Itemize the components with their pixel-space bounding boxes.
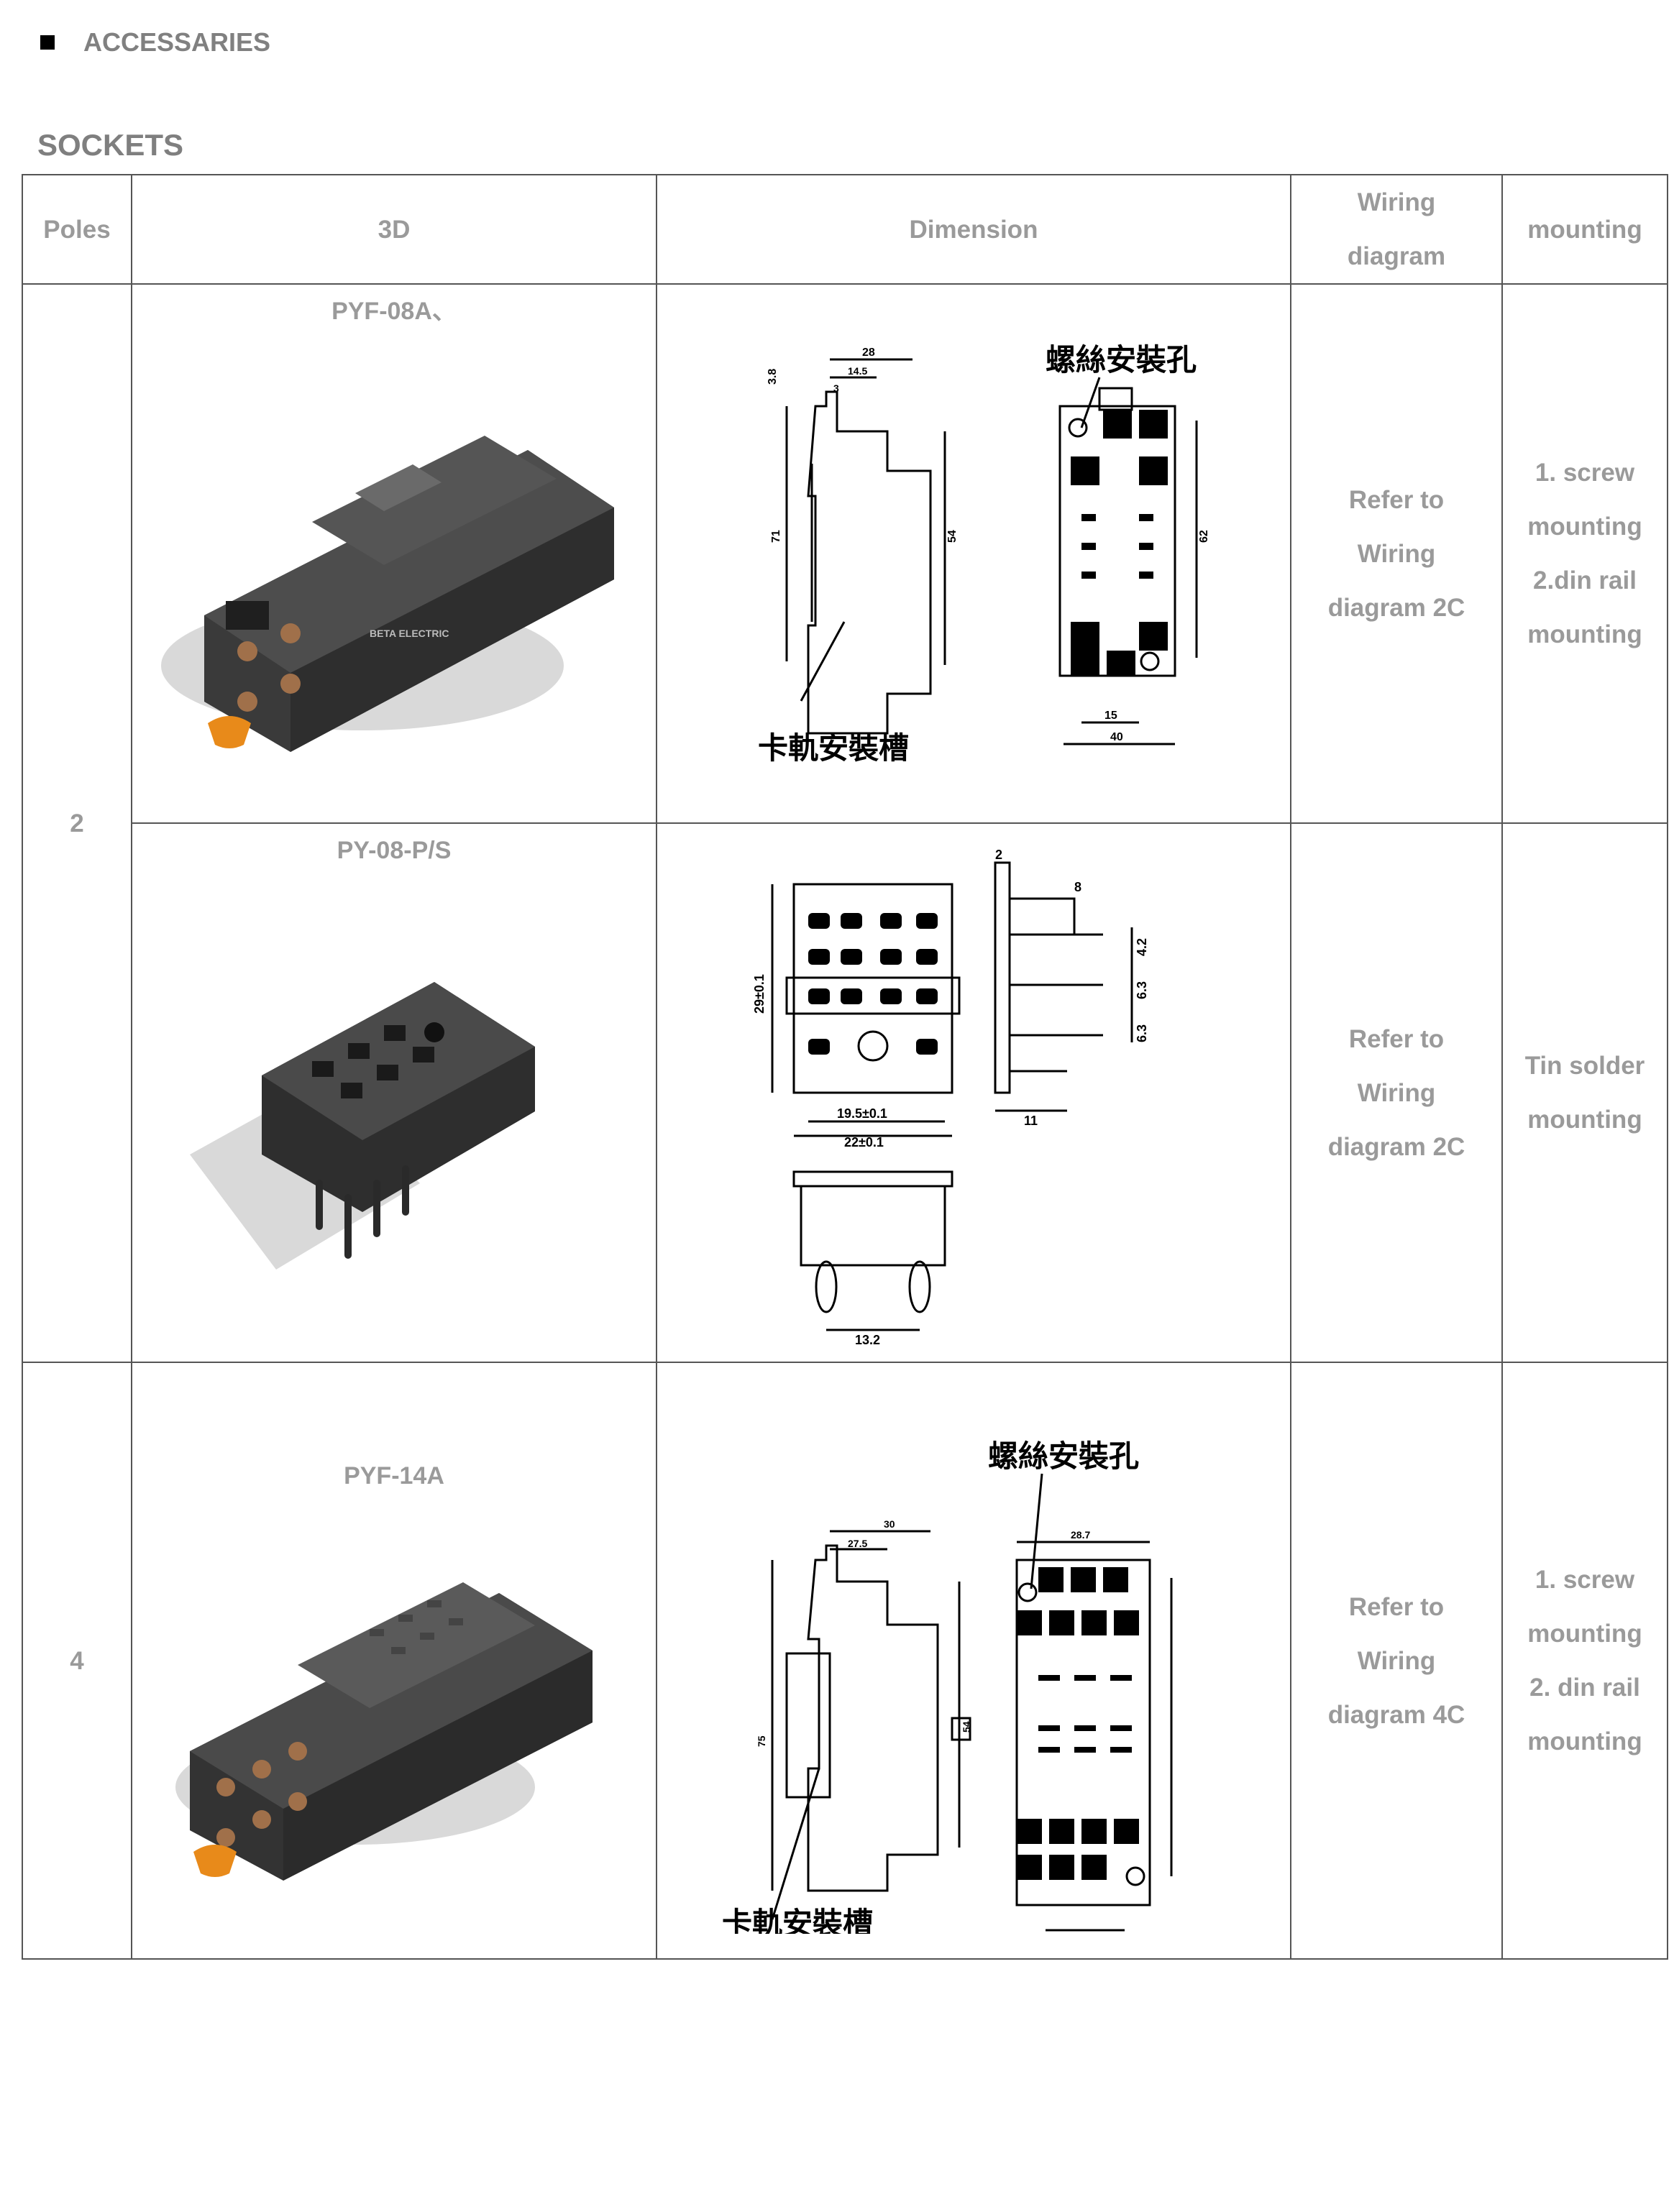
dimension-drawing-cell: 螺絲安裝孔 卡軌安裝槽 3.8 28 3 14.5 71 54 62 15 40 xyxy=(656,283,1291,824)
section-header: ACCESSARIES xyxy=(40,27,270,58)
screw-hole-label: 螺絲安裝孔 xyxy=(1046,342,1197,377)
wiring-cell: Refer to Wiring diagram 2C xyxy=(1290,283,1503,824)
rail-slot-label: 卡軌安裝槽 xyxy=(758,730,909,766)
svg-text:BETA ELECTRIC: BETA ELECTRIC xyxy=(370,628,449,639)
dim-label: 40 xyxy=(1110,731,1123,743)
dim-label: 2 xyxy=(995,848,1002,862)
dim-label: 4.2 xyxy=(1135,938,1149,956)
dimension-drawing-cell: 螺絲安裝孔 卡軌安裝槽 30 27.5 75 54 28.7 xyxy=(656,1362,1291,1960)
dim-label: 28 xyxy=(862,347,875,359)
socket-pyf14a-render xyxy=(175,1582,593,1881)
dim-label: 13.2 xyxy=(855,1333,880,1344)
dim-label: 19.5±0.1 xyxy=(837,1106,887,1121)
socket-py08ps-render xyxy=(190,982,535,1270)
dimension-drawing-py08ps: 29±0.1 19.5±0.1 22±0.1 2 8 4.2 6.3 6.3 1… xyxy=(752,848,1149,1344)
dim-label: 54 xyxy=(946,530,959,543)
header-wiring: Wiring diagram xyxy=(1290,174,1503,285)
dim-label: 15 xyxy=(1104,710,1117,722)
poles-cell: 2 xyxy=(22,283,132,1363)
dimension-drawing-pyf14a: 螺絲安裝孔 卡軌安裝槽 30 27.5 75 54 28.7 xyxy=(722,1438,1173,1934)
product-3d-cell: PY-08-P/S xyxy=(131,822,657,1363)
dimension-drawing-cell: 29±0.1 19.5±0.1 22±0.1 2 8 4.2 6.3 6.3 1… xyxy=(656,822,1291,1363)
sockets-table: Poles 3D Dimension Wiring diagram mounti… xyxy=(22,174,1668,1960)
wiring-cell: Refer to Wiring diagram 2C xyxy=(1290,822,1503,1363)
poles-cell: 4 xyxy=(22,1362,132,1960)
dim-label: 62 xyxy=(1198,530,1210,543)
header-dimension: Dimension xyxy=(656,174,1291,285)
socket-pyf08a-render: BETA ELECTRIC xyxy=(161,436,614,752)
screw-hole-label: 螺絲安裝孔 xyxy=(988,1438,1139,1474)
model-name: PYF-14A xyxy=(344,1462,444,1490)
dim-label: 3 xyxy=(833,382,839,394)
header-mounting: mounting xyxy=(1501,174,1668,285)
header-3d: 3D xyxy=(131,174,657,285)
dim-label: 75 xyxy=(756,1735,767,1747)
subsection-title: SOCKETS xyxy=(37,128,184,162)
rail-slot-label: 卡軌安裝槽 xyxy=(722,1906,873,1934)
dim-label: 30 xyxy=(884,1518,895,1530)
table-row: PY-08-P/S xyxy=(22,822,1668,1363)
mounting-cell: 1. screw mounting 2.din rail mounting xyxy=(1501,283,1668,824)
mounting-cell: Tin solder mounting xyxy=(1501,822,1668,1363)
table-header-row: Poles 3D Dimension Wiring diagram mounti… xyxy=(22,174,1668,285)
model-name: PYF-08A、 xyxy=(331,298,457,325)
dim-label: 6.3 xyxy=(1135,981,1149,999)
wiring-cell: Refer to Wiring diagram 4C xyxy=(1290,1362,1503,1960)
model-name: PY-08-P/S xyxy=(337,837,452,864)
dim-label: 28.7 xyxy=(1071,1529,1090,1541)
table-row: 2 PYF-08A、 BETA ELECTRIC xyxy=(22,283,1668,1363)
product-3d-cell: PYF-08A、 BETA ELECTRIC xyxy=(131,283,657,824)
dimension-drawing-pyf08a: 螺絲安裝孔 卡軌安裝槽 3.8 28 3 14.5 71 54 62 15 40 xyxy=(758,342,1210,766)
header-poles: Poles xyxy=(22,174,132,285)
table-row: 4 PYF-14A xyxy=(22,1362,1668,1960)
dim-label: 8 xyxy=(1074,880,1081,894)
dim-label: 29±0.1 xyxy=(752,974,767,1014)
mounting-cell: 1. screw mounting 2. din rail mounting xyxy=(1501,1362,1668,1960)
section-title: ACCESSARIES xyxy=(83,27,271,57)
bullet-square-icon xyxy=(40,35,55,50)
dim-label: 22±0.1 xyxy=(844,1135,884,1149)
dim-label: 71 xyxy=(770,530,782,543)
dim-label: 14.5 xyxy=(848,365,867,377)
dim-label: 3.8 xyxy=(767,369,779,385)
dim-label: 54 xyxy=(961,1721,972,1733)
product-3d-cell: PYF-14A xyxy=(131,1362,657,1960)
dim-label: 11 xyxy=(1024,1114,1038,1128)
dim-label: 27.5 xyxy=(848,1538,867,1549)
dim-label: 6.3 xyxy=(1135,1024,1149,1042)
